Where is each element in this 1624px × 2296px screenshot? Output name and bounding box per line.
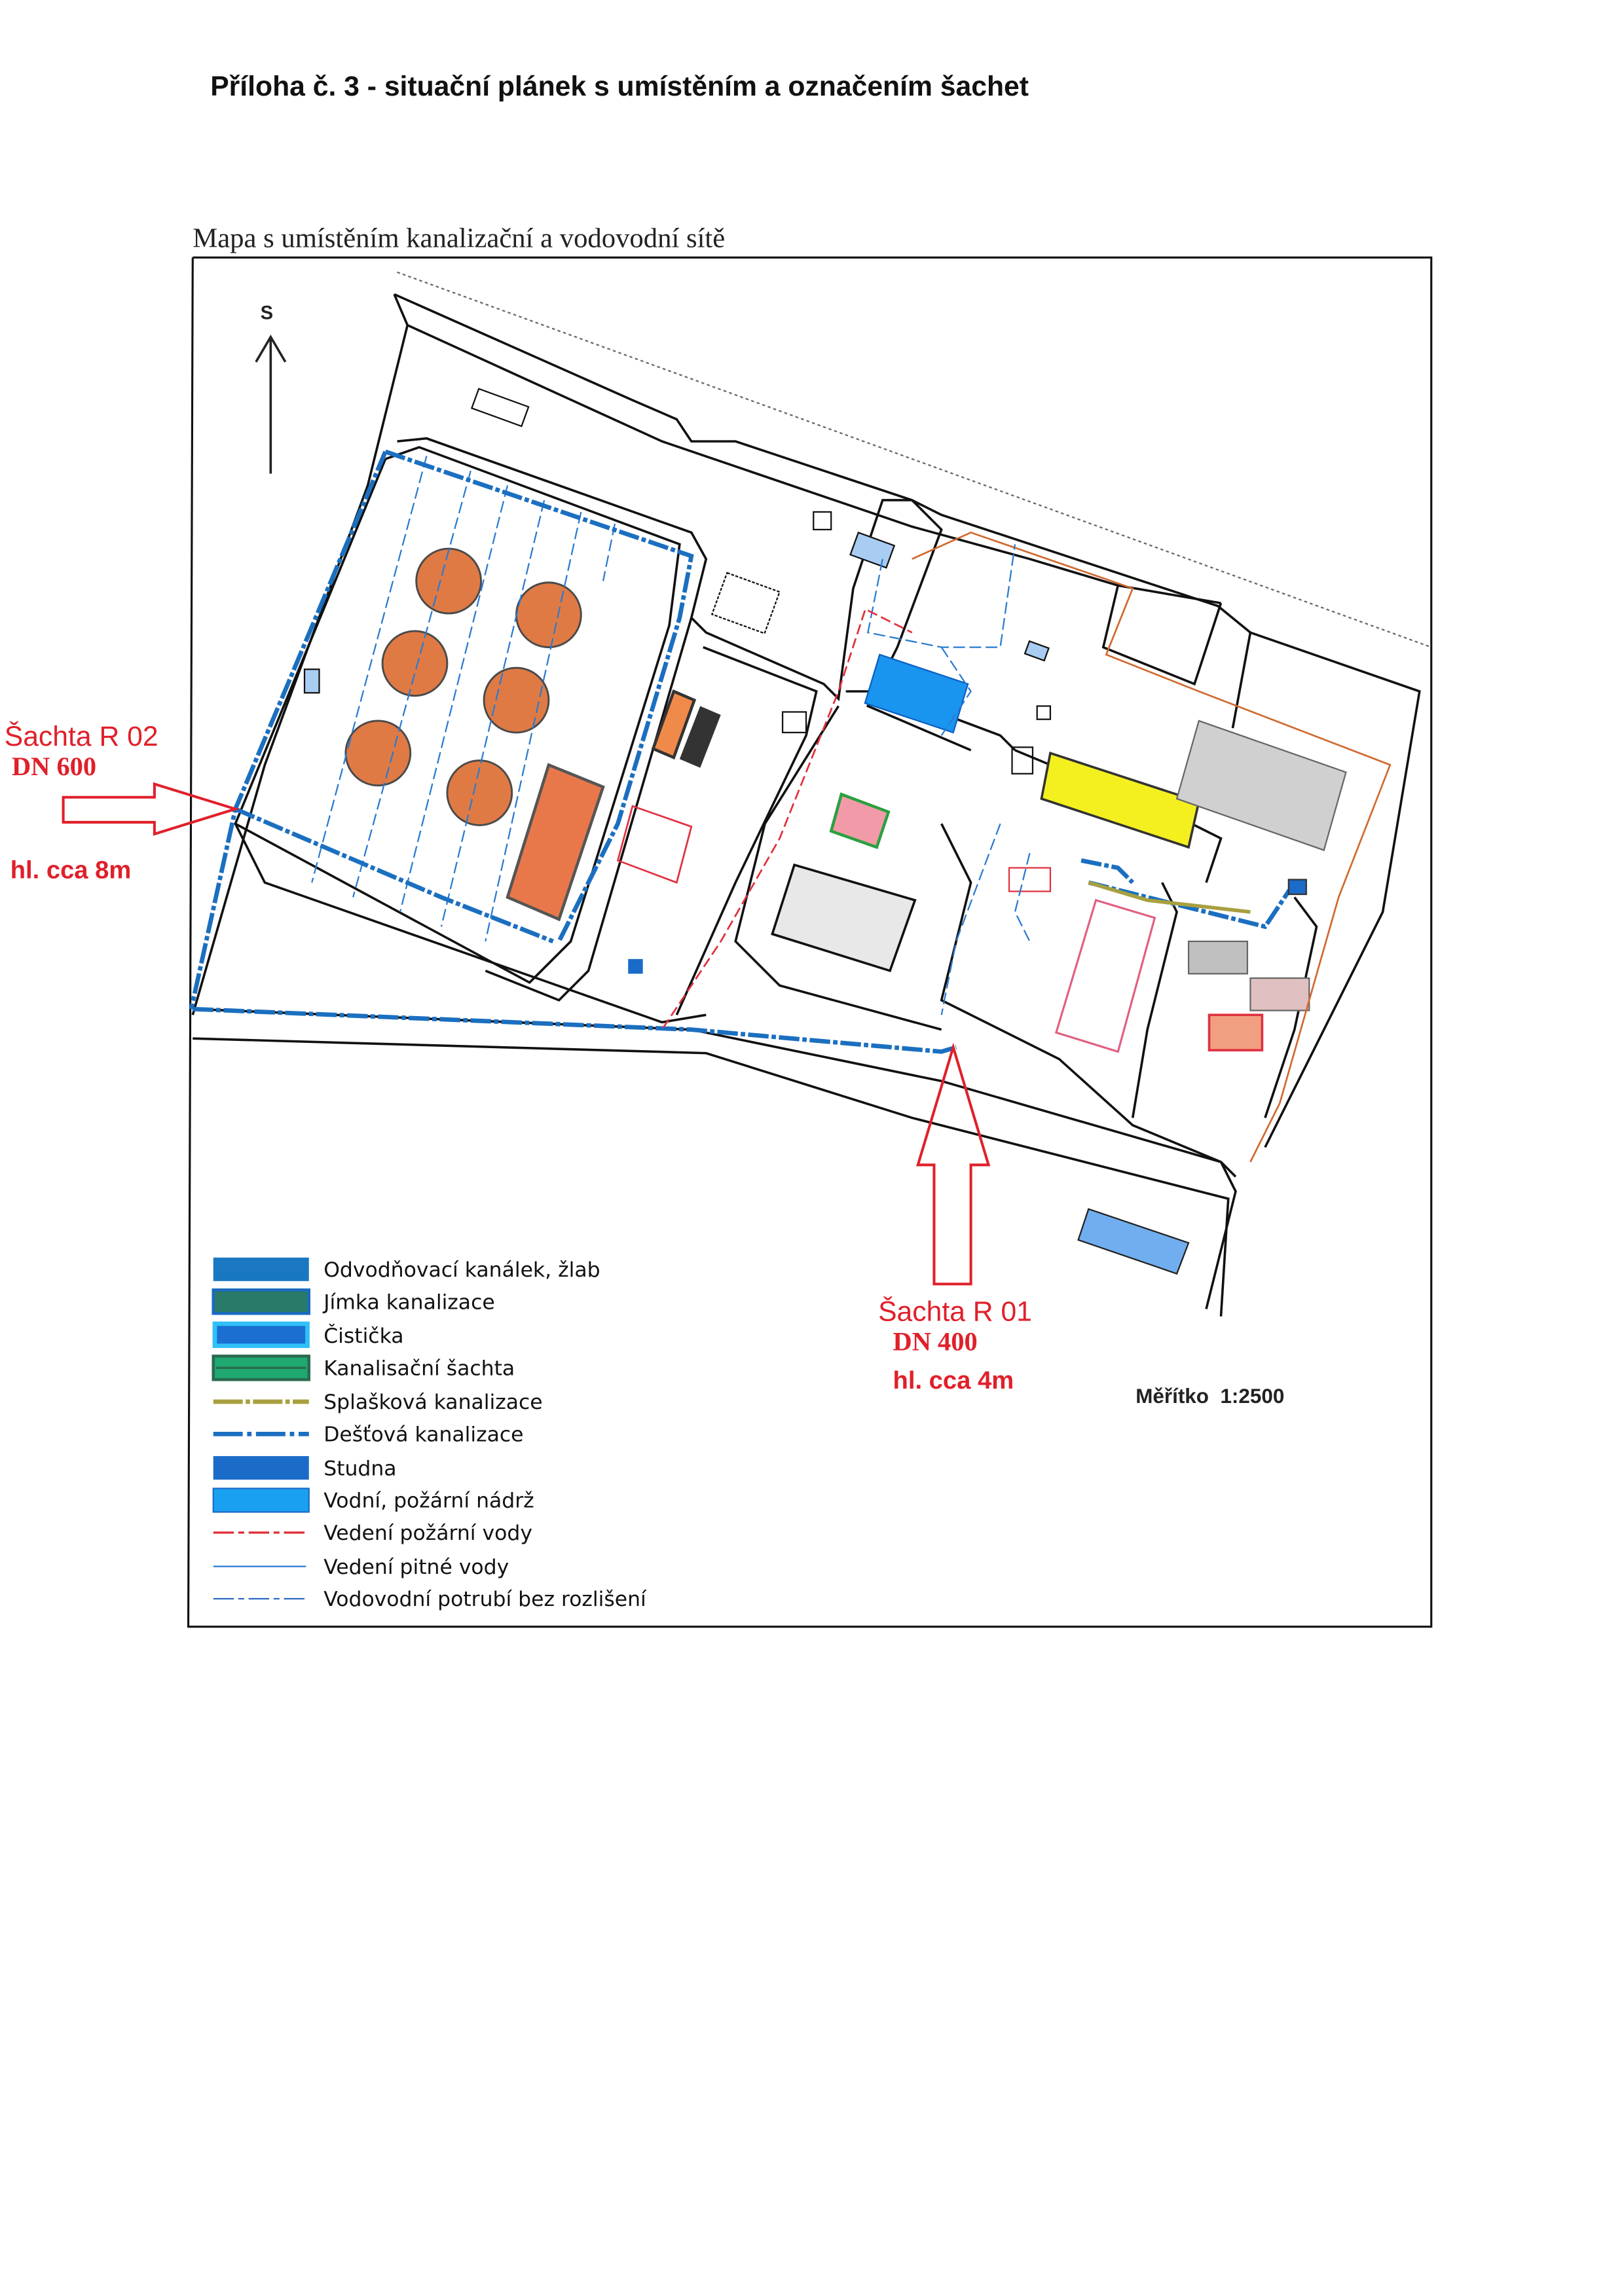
page-title: Příloha č. 3 - situační plánek s umístěn… [210, 71, 1029, 102]
treatment-plant-swatch-icon [212, 1321, 310, 1349]
legend-item: Splašková kanalizace [213, 1391, 543, 1414]
legend-label: Odvodňovací kanálek, žlab [323, 1258, 600, 1282]
legend-label: Kanalisační šachta [323, 1357, 515, 1381]
shaft-r01-arrow-icon [916, 1042, 991, 1286]
legend-label: Čistička [323, 1322, 403, 1348]
legend-item: Kanalisační šachta [212, 1355, 515, 1381]
drainage-channel-swatch-icon [213, 1257, 309, 1281]
legend-item: Dešťová kanalizace [213, 1423, 524, 1447]
legend-label: Dešťová kanalizace [323, 1423, 523, 1447]
legend-item: Vodovodní potrubí bez rozlišení [213, 1588, 647, 1611]
sewer-sump-swatch-icon [212, 1288, 310, 1315]
legend-label: Studna [323, 1457, 396, 1480]
legend-item: Vedení požární vody [213, 1522, 532, 1545]
well-swatch-icon [213, 1456, 309, 1480]
shaft-r01-depth: hl. cca 4m [893, 1366, 1014, 1394]
shaft-r01-diameter: DN 400 [893, 1326, 978, 1356]
legend-item: Vodní, požární nádrž [212, 1487, 534, 1513]
legend-label: Vodovodní potrubí bez rozlišení [323, 1588, 647, 1611]
legend-label: Vedení pitné vody [323, 1556, 509, 1579]
legend-item: Odvodňovací kanálek, žlab [213, 1257, 600, 1282]
map-scale: Měřítko 1:2500 [1135, 1385, 1284, 1408]
legend-label: Splašková kanalizace [323, 1391, 542, 1414]
legend-label: Jímka kanalizace [322, 1290, 495, 1314]
map-caption: Mapa s umístěním kanalizační a vodovodní… [193, 223, 725, 254]
legend-item: Studna [213, 1456, 397, 1480]
fire-tank-swatch-icon [212, 1487, 310, 1513]
shaft-r01-name: Šachta R 01 [878, 1296, 1032, 1327]
shaft-r02-depth: hl. cca 8m [10, 856, 132, 884]
site-map [189, 271, 1432, 1317]
legend-label: Vodní, požární nádrž [323, 1489, 534, 1513]
legend-item: Čistička [212, 1321, 404, 1349]
shaft-r02-name: Šachta R 02 [5, 721, 158, 752]
north-arrow-icon [255, 335, 287, 474]
legend-item: Vedení pitné vody [213, 1556, 509, 1579]
shaft-r02-diameter: DN 600 [12, 752, 96, 781]
legend-label: Vedení požární vody [323, 1522, 532, 1545]
north-label: S [261, 303, 273, 324]
legend-item: Jímka kanalizace [212, 1288, 495, 1315]
map-legend: Odvodňovací kanálek, žlab Jímka kanaliza… [212, 1257, 647, 1611]
map-frame [187, 256, 1433, 1628]
shaft-r02-arrow-icon [62, 782, 240, 836]
